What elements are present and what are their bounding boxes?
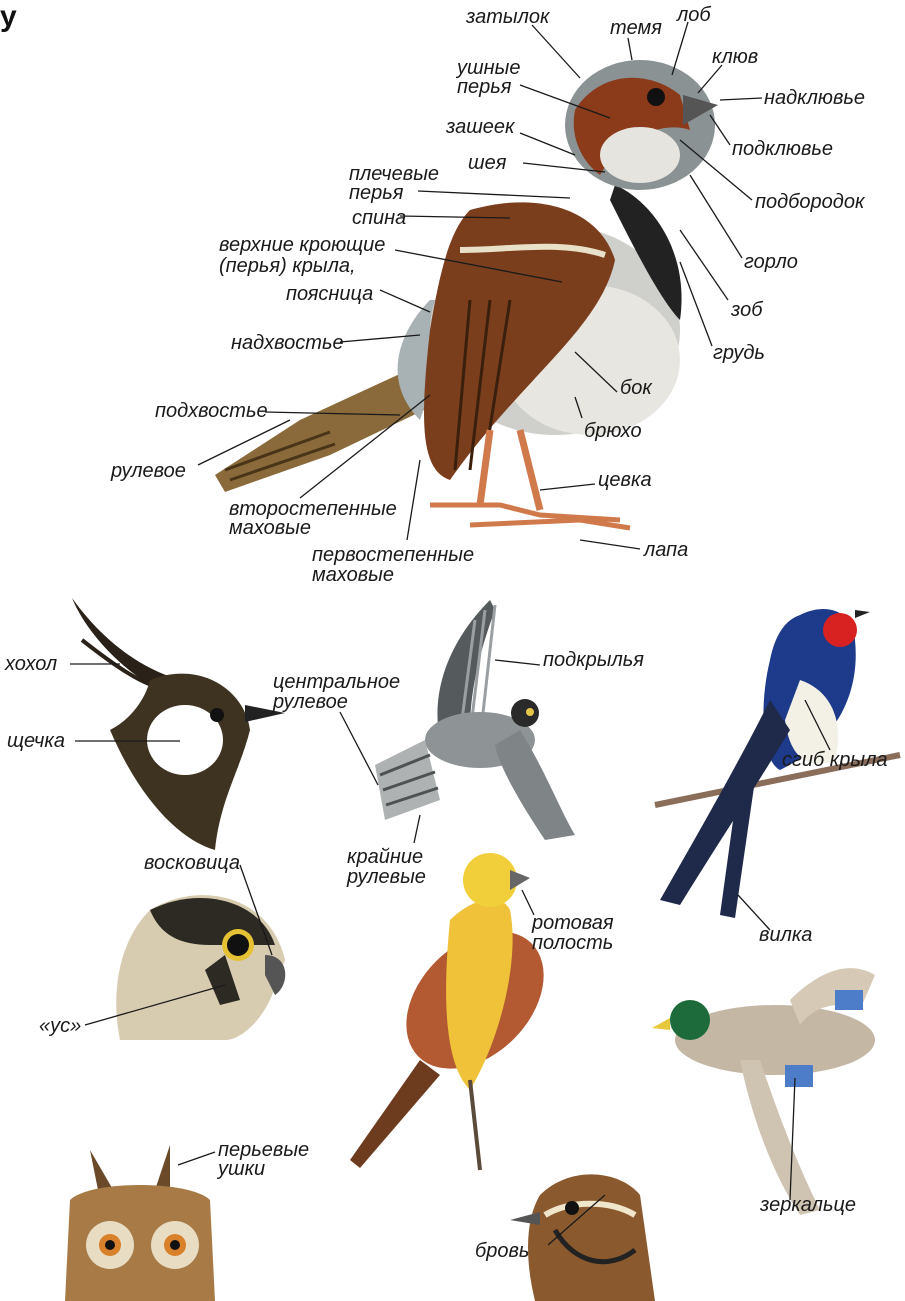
label-central-rectrix-line1: центральное bbox=[273, 672, 400, 693]
swallow-throat bbox=[823, 613, 857, 647]
label-lower-mandible: подклювье bbox=[732, 139, 833, 160]
label-mouth-line1: ротовая bbox=[532, 913, 614, 934]
lapwing-eye bbox=[210, 708, 224, 722]
label-wing-coverts-line2: (перья) крыла, bbox=[219, 256, 356, 277]
label-secondaries-line2: маховые bbox=[229, 518, 311, 539]
label-foot: лапа bbox=[644, 540, 688, 561]
label-tarsus: цевка bbox=[598, 470, 652, 491]
mallard-illustration bbox=[652, 968, 875, 1215]
bunting-perch bbox=[470, 1080, 480, 1170]
label-wing-bend: сгиб крыла bbox=[782, 750, 887, 771]
label-chin: подбородок bbox=[755, 192, 864, 213]
mallard-head bbox=[670, 1000, 710, 1040]
label-flank: бок bbox=[620, 378, 652, 399]
label-speculum: зеркальце bbox=[760, 1195, 856, 1216]
label-central-rectrix-line2: рулевое bbox=[273, 692, 348, 713]
label-outer-rectrices-line1: крайние bbox=[347, 847, 423, 868]
sparrow-feet bbox=[430, 505, 630, 528]
owl-pupil-left bbox=[105, 1240, 115, 1250]
mallard-beak bbox=[652, 1018, 670, 1030]
label-cheek: щечка bbox=[7, 731, 65, 752]
label-belly: брюхо bbox=[584, 421, 642, 442]
label-primaries-line1: первостепенные bbox=[312, 545, 474, 566]
label-back: спина bbox=[352, 208, 406, 229]
quail-eye bbox=[565, 1201, 579, 1215]
falcon-lower-wing bbox=[495, 730, 575, 840]
label-hindneck: зашеек bbox=[446, 117, 515, 138]
label-nape: затылок bbox=[466, 7, 549, 28]
quail-illustration bbox=[510, 1174, 655, 1301]
label-brow: бровь bbox=[475, 1241, 529, 1262]
label-beak: клюв bbox=[712, 47, 758, 68]
label-crown: темя bbox=[610, 18, 662, 39]
bunting-head bbox=[463, 853, 517, 907]
bunting-beak bbox=[510, 870, 530, 890]
label-undertail: подхвостье bbox=[155, 401, 268, 422]
label-rectrix: рулевое bbox=[111, 461, 186, 482]
label-scapulars-line2: перья bbox=[349, 183, 403, 204]
label-moustache: «ус» bbox=[39, 1016, 81, 1037]
label-throat: горло bbox=[744, 252, 798, 273]
label-wing-coverts-line1: верхние кроющие bbox=[219, 235, 385, 256]
falcon-eye bbox=[227, 934, 249, 956]
label-ear-coverts-line2: перья bbox=[457, 77, 511, 98]
quail-beak bbox=[510, 1212, 540, 1225]
label-neck: шея bbox=[468, 153, 506, 174]
falcon-head bbox=[511, 699, 539, 727]
label-crop: зоб bbox=[731, 300, 762, 321]
label-outer-rectrices-line2: рулевые bbox=[347, 867, 426, 888]
label-mouth-line2: полость bbox=[532, 933, 613, 954]
mallard-speculum-2 bbox=[835, 990, 863, 1010]
owl-leader-lines bbox=[178, 1152, 215, 1165]
label-uppertail: надхвостье bbox=[231, 333, 344, 354]
label-breast: грудь bbox=[713, 343, 765, 364]
owl-illustration bbox=[65, 1145, 215, 1301]
label-fork: вилка bbox=[759, 925, 812, 946]
label-ear-tufts-line2: ушки bbox=[218, 1159, 265, 1180]
label-upper-mandible: надклювье bbox=[764, 88, 865, 109]
sparrow-eye bbox=[647, 88, 665, 106]
label-underwing: подкрылья bbox=[543, 650, 644, 671]
falcon-flight-illustration bbox=[375, 600, 575, 840]
label-crest: хохол bbox=[5, 654, 57, 675]
mallard-speculum bbox=[785, 1065, 813, 1087]
bunting-tail bbox=[350, 1060, 440, 1168]
swallow-beak bbox=[855, 610, 870, 618]
sparrow-legs bbox=[480, 430, 540, 510]
sparrow-cheek bbox=[600, 127, 680, 183]
lapwing-illustration bbox=[72, 598, 285, 850]
label-cere: восковица bbox=[144, 853, 240, 874]
label-forehead: лоб bbox=[677, 5, 711, 26]
label-rump: поясница bbox=[286, 284, 373, 305]
falcon-eye bbox=[526, 708, 534, 716]
quail-head bbox=[528, 1174, 655, 1301]
label-primaries-line2: маховые bbox=[312, 565, 394, 586]
owl-pupil-right bbox=[170, 1240, 180, 1250]
bunting-breast bbox=[446, 899, 513, 1090]
falcon-head-illustration bbox=[116, 895, 285, 1040]
bunting-illustration bbox=[350, 853, 570, 1170]
